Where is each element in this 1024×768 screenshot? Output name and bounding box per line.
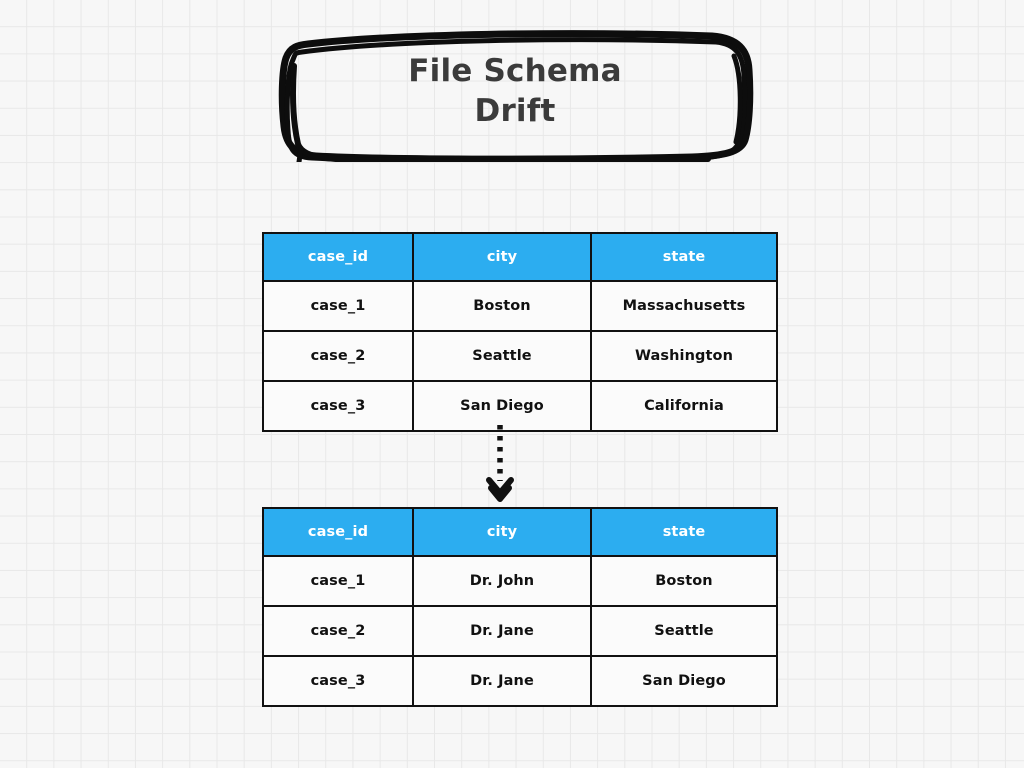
table-row: case_2 Dr. Jane Seattle — [262, 605, 778, 657]
cell-case-id: case_2 — [262, 330, 414, 382]
table-row: case_3 San Diego California — [262, 380, 778, 432]
cell-case-id: case_1 — [262, 555, 414, 607]
cell-city: Seattle — [412, 330, 592, 382]
cell-state: Seattle — [590, 605, 778, 657]
cell-state: San Diego — [590, 655, 778, 707]
column-header-state: state — [590, 232, 778, 282]
title-line-1: File Schema — [408, 53, 622, 90]
cell-case-id: case_3 — [262, 380, 414, 432]
page-title: File Schema Drift — [272, 22, 758, 162]
cell-state: California — [590, 380, 778, 432]
cell-case-id: case_2 — [262, 605, 414, 657]
cell-case-id: case_1 — [262, 280, 414, 332]
schema-table-after: case_id city state case_1 Dr. John Bosto… — [262, 507, 778, 707]
cell-city: Dr. John — [412, 555, 592, 607]
table-header-row: case_id city state — [262, 232, 778, 282]
table-header-row: case_id city state — [262, 507, 778, 557]
table-row: case_3 Dr. Jane San Diego — [262, 655, 778, 707]
table-row: case_2 Seattle Washington — [262, 330, 778, 382]
cell-city: Dr. Jane — [412, 655, 592, 707]
cell-case-id: case_3 — [262, 655, 414, 707]
title-block: File Schema Drift — [272, 22, 758, 162]
table-row: case_1 Boston Massachusetts — [262, 280, 778, 332]
hand-drawn-frame-icon — [278, 30, 754, 162]
column-header-case-id: case_id — [262, 232, 414, 282]
table-row: case_1 Dr. John Boston — [262, 555, 778, 607]
dotted-down-arrow-icon — [486, 425, 514, 502]
cell-state: Washington — [590, 330, 778, 382]
cell-city: Boston — [412, 280, 592, 332]
column-header-city: city — [412, 232, 592, 282]
cell-city: Dr. Jane — [412, 605, 592, 657]
column-header-city: city — [412, 507, 592, 557]
cell-city: San Diego — [412, 380, 592, 432]
title-line-2: Drift — [474, 93, 556, 129]
column-header-state: state — [590, 507, 778, 557]
schema-table-before: case_id city state case_1 Boston Massach… — [262, 232, 778, 432]
cell-state: Boston — [590, 555, 778, 607]
column-header-case-id: case_id — [262, 507, 414, 557]
cell-state: Massachusetts — [590, 280, 778, 332]
